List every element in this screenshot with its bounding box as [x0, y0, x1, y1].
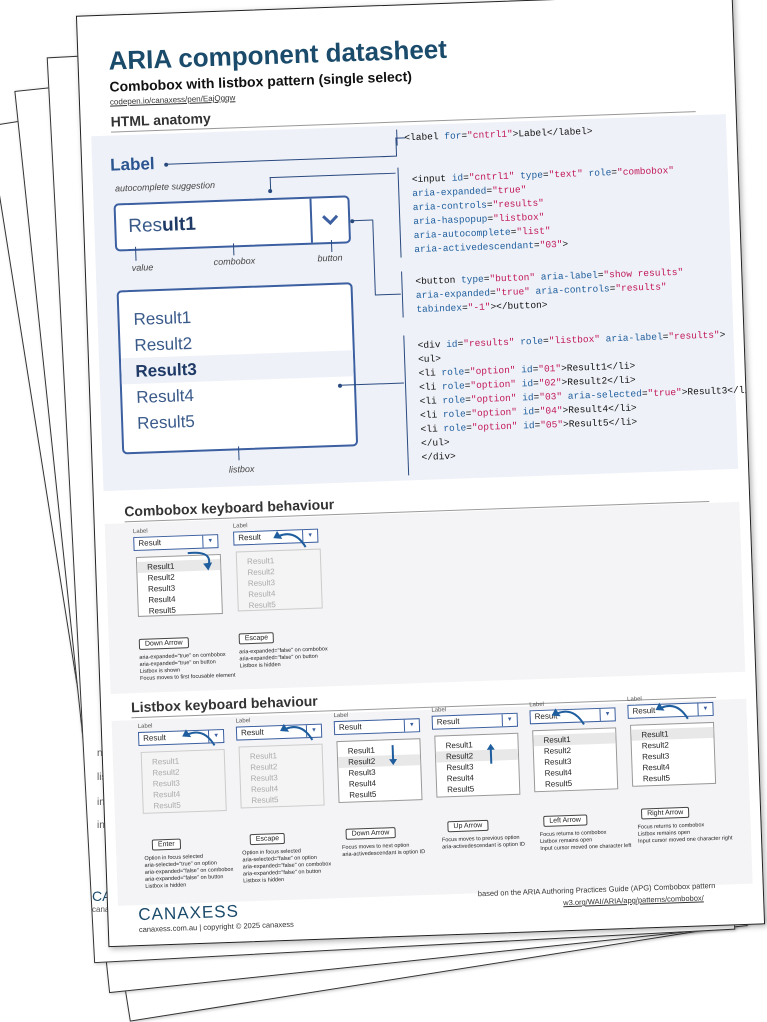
- demo-listbox[interactable]: Result1 Result2 Result3 Result4 Result5: [116, 282, 359, 455]
- code-label: <label for="cntrl1">Label</label>: [404, 125, 593, 144]
- key-escape: Escape: [249, 832, 286, 846]
- demo-combobox[interactable]: Result1: [113, 195, 352, 252]
- mini-option[interactable]: Result5: [148, 605, 177, 616]
- curved-arrow-icon: [551, 708, 585, 725]
- ghost-fragment: canaxe: [92, 905, 118, 914]
- curved-arrow-icon: [655, 702, 689, 720]
- mini-combobox-value: Result: [138, 538, 162, 548]
- chevron-down-icon[interactable]: ▾: [202, 535, 218, 548]
- codepen-link[interactable]: codepen.io/canaxess/pen/EajQgqw: [109, 93, 236, 107]
- code-button: <button type="button" aria-label="show r…: [415, 266, 684, 317]
- mini-option[interactable]: Result5: [642, 773, 671, 784]
- mini-option[interactable]: Result5: [544, 778, 573, 789]
- curved-arrow-icon: [280, 723, 314, 741]
- combobox-caption: combobox: [213, 255, 256, 268]
- behaviour-note: Option in focus selected aria-selected="…: [242, 848, 332, 885]
- key-escape: Escape: [238, 632, 275, 645]
- section-heading-anatomy: HTML anatomy: [110, 110, 211, 130]
- chevron-down-icon: [322, 214, 339, 226]
- mini-combobox-value: Result: [238, 532, 262, 543]
- behaviour-note: Focus returns to combobox Listbox remain…: [637, 822, 733, 845]
- mini-option[interactable]: Result5: [447, 784, 475, 795]
- chevron-down-icon[interactable]: ▾: [403, 719, 420, 732]
- key-down-arrow: Down Arrow: [138, 637, 189, 650]
- mini-label: Label: [235, 718, 251, 725]
- chevron-down-icon[interactable]: ▾: [697, 702, 713, 716]
- chevron-down-icon[interactable]: ▾: [599, 708, 615, 721]
- key-enter: Enter: [151, 838, 181, 851]
- mini-label: Label: [132, 528, 148, 536]
- curved-arrow-icon: [182, 729, 216, 746]
- curved-arrow-icon: [273, 531, 307, 548]
- key-right-arrow: Right Arrow: [640, 806, 690, 820]
- arrow-up-icon: [486, 743, 495, 764]
- chevron-down-icon[interactable]: ▾: [501, 713, 517, 727]
- combobox-value: Result1: [128, 214, 196, 238]
- mini-option: Result5: [251, 795, 279, 806]
- behaviour-note: Focus returns to combobox Listbox remain…: [539, 829, 632, 853]
- demo-label: Label: [109, 154, 155, 175]
- mini-combobox-value: Result: [143, 733, 167, 743]
- behaviour-note: aria-expanded="false" on combobox aria-e…: [239, 646, 328, 670]
- listbox-option[interactable]: Result4: [135, 385, 195, 407]
- mini-label: Label: [627, 696, 642, 703]
- behaviour-note: Focus moves to previous option aria-acti…: [441, 834, 526, 851]
- curved-arrow-icon: [187, 551, 213, 571]
- code-listbox: <div id="results" role="listbox" aria-la…: [417, 327, 758, 465]
- typed-text: Res: [127, 214, 163, 238]
- mini-option: Result5: [248, 600, 276, 611]
- autocomplete-text: ult1: [161, 213, 197, 236]
- mini-label: Label: [333, 712, 349, 720]
- apg-link[interactable]: w3.org/WAI/ARIA/apg/patterns/combobox/: [563, 893, 704, 908]
- code-input: <input id="cntrl1" type="text" role="com…: [412, 164, 677, 257]
- mini-combobox[interactable]: Result ▾: [333, 718, 421, 736]
- mini-combobox-value: Result: [436, 716, 460, 727]
- mini-label: Label: [232, 523, 248, 530]
- arrow-down-icon: [389, 745, 398, 766]
- behaviour-note: Focus moves to next option aria-activede…: [342, 842, 426, 858]
- button-caption: button: [317, 252, 343, 264]
- mini-option[interactable]: Result5: [349, 789, 377, 800]
- listbox-option[interactable]: Result5: [136, 411, 196, 433]
- listbox-option-selected[interactable]: Result3: [135, 359, 198, 381]
- listbox-option[interactable]: Result1: [133, 307, 192, 329]
- mini-combobox[interactable]: Result ▾: [431, 712, 519, 730]
- behaviour-note: Option in focus selected aria-selected="…: [144, 853, 234, 890]
- listbox-caption: listbox: [228, 463, 255, 475]
- mini-option: Result5: [153, 800, 181, 811]
- mini-label: Label: [431, 707, 447, 714]
- mini-label: Label: [529, 701, 545, 709]
- mini-label: Label: [137, 723, 153, 731]
- mini-combobox-value: Result: [632, 705, 656, 716]
- mini-combobox-value: Result: [240, 727, 264, 738]
- key-left-arrow: Left Arrow: [543, 814, 588, 827]
- value-caption: value: [131, 262, 154, 273]
- demo-combobox-button[interactable]: [309, 197, 349, 243]
- behaviour-note: aria-expanded="true" on combobox aria-ex…: [139, 651, 236, 682]
- key-up-arrow: Up Arrow: [447, 819, 489, 833]
- datasheet-page: ARIA component datasheet Combobox with l…: [75, 0, 766, 948]
- key-down-arrow: Down Arrow: [345, 827, 396, 840]
- listbox-option[interactable]: Result2: [134, 333, 193, 355]
- autocomplete-caption: autocomplete suggestion: [114, 180, 216, 194]
- anatomy-panel: Label autocomplete suggestion Result1 va…: [91, 114, 756, 492]
- mini-combobox-value: Result: [338, 722, 362, 733]
